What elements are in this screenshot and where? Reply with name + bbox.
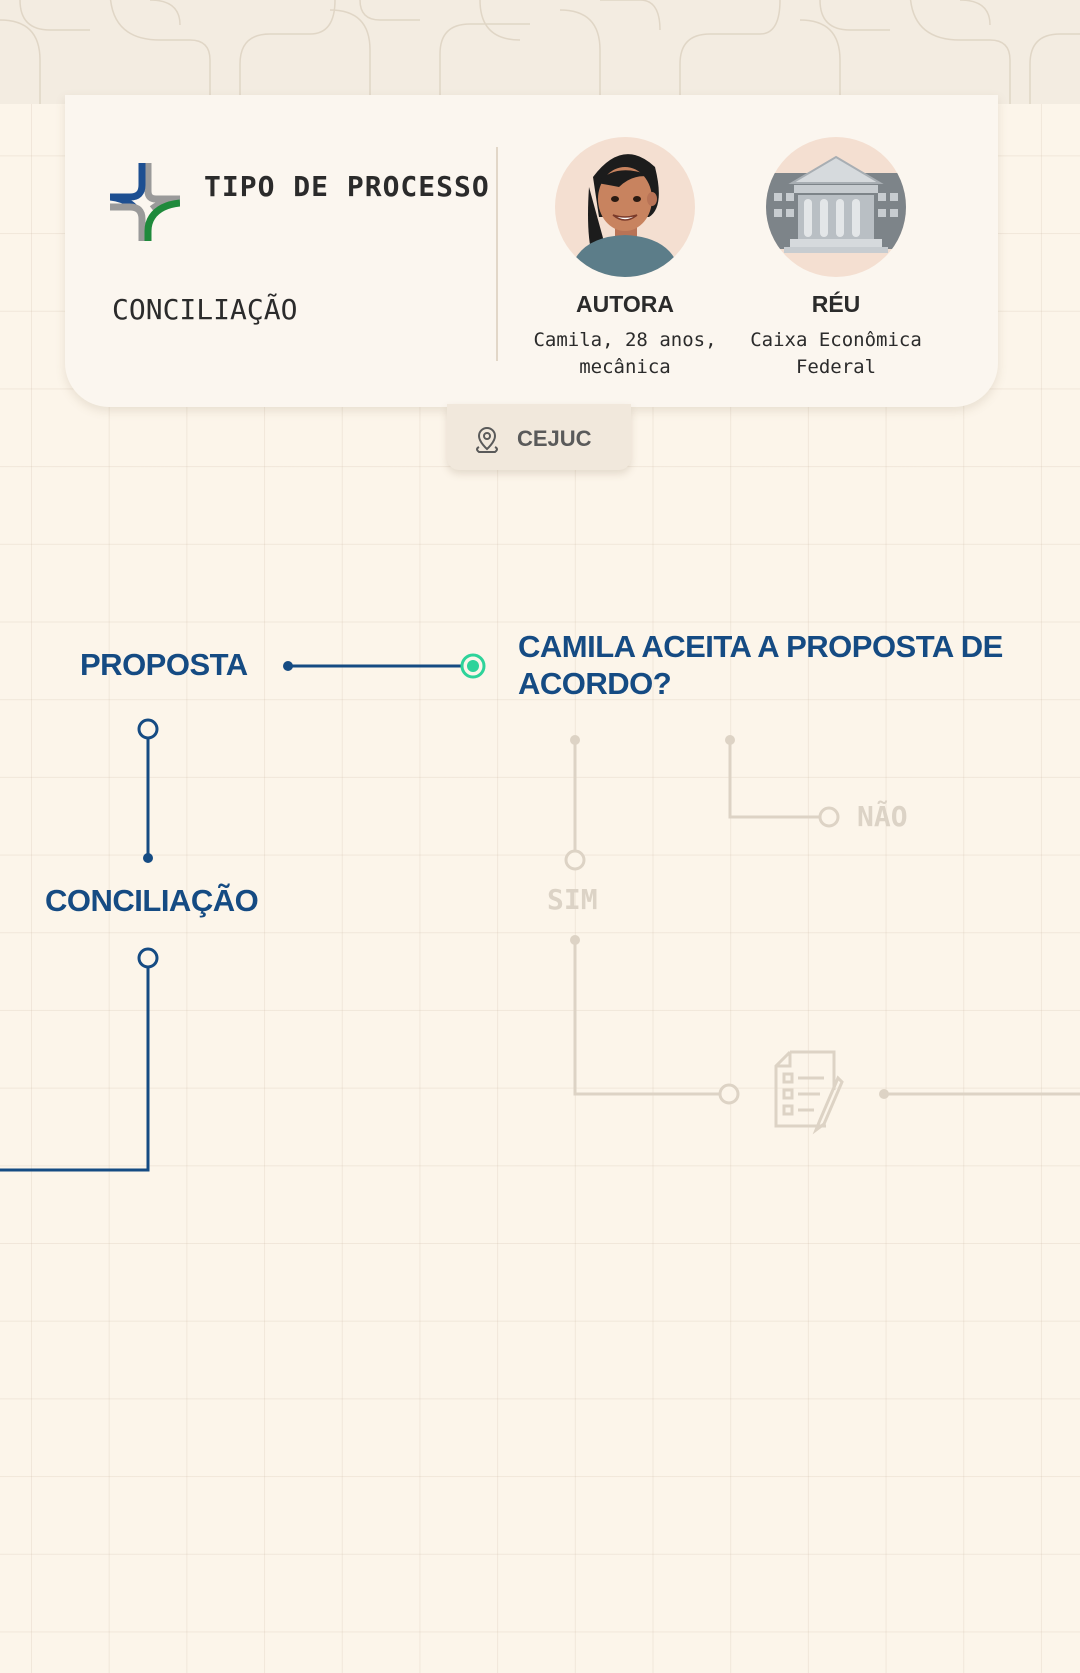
proposal-out-port xyxy=(137,718,159,740)
defendant-role: RÉU xyxy=(811,291,861,317)
location-pin-icon xyxy=(476,426,498,453)
justice-logo-icon xyxy=(110,163,180,241)
conciliation-out-port xyxy=(137,947,159,969)
no-option[interactable]: NÃO xyxy=(857,800,908,833)
conciliation-in-dot xyxy=(143,853,153,863)
process-type-title: TIPO DE PROCESSO xyxy=(204,170,490,203)
proposal-node[interactable]: PROPOSTA xyxy=(80,647,248,682)
header-pattern-band xyxy=(0,0,1080,104)
decision-question: CAMILA ACEITA A PROPOSTA DE ACORDO? xyxy=(518,629,1003,701)
location-label: CEJUC xyxy=(517,426,592,451)
inactive-flow-lines xyxy=(573,740,1080,1096)
process-type-value: CONCILIAÇÃO xyxy=(112,293,298,326)
plaintiff-description: Camila, 28 anos, mecânica xyxy=(533,329,717,378)
yes-option[interactable]: SIM xyxy=(547,883,598,916)
no-option-port xyxy=(818,806,840,828)
card-divider xyxy=(496,147,498,361)
active-flow-lines xyxy=(0,664,462,1172)
proposal-connector-dot xyxy=(283,661,293,671)
yes-option-port xyxy=(564,849,586,871)
defendant-avatar xyxy=(766,137,906,277)
process-info-card: TIPO DE PROCESSO CONCILIAÇÃO AUTORA Cami… xyxy=(65,95,998,407)
defendant-description: Caixa Econômica Federal xyxy=(750,329,922,378)
plaintiff-role: AUTORA xyxy=(576,291,674,317)
document-checklist-icon xyxy=(774,1050,844,1135)
location-tab[interactable]: CEJUC xyxy=(447,404,631,470)
plaintiff-avatar xyxy=(555,137,695,277)
conciliation-node[interactable]: CONCILIAÇÃO xyxy=(45,883,259,918)
